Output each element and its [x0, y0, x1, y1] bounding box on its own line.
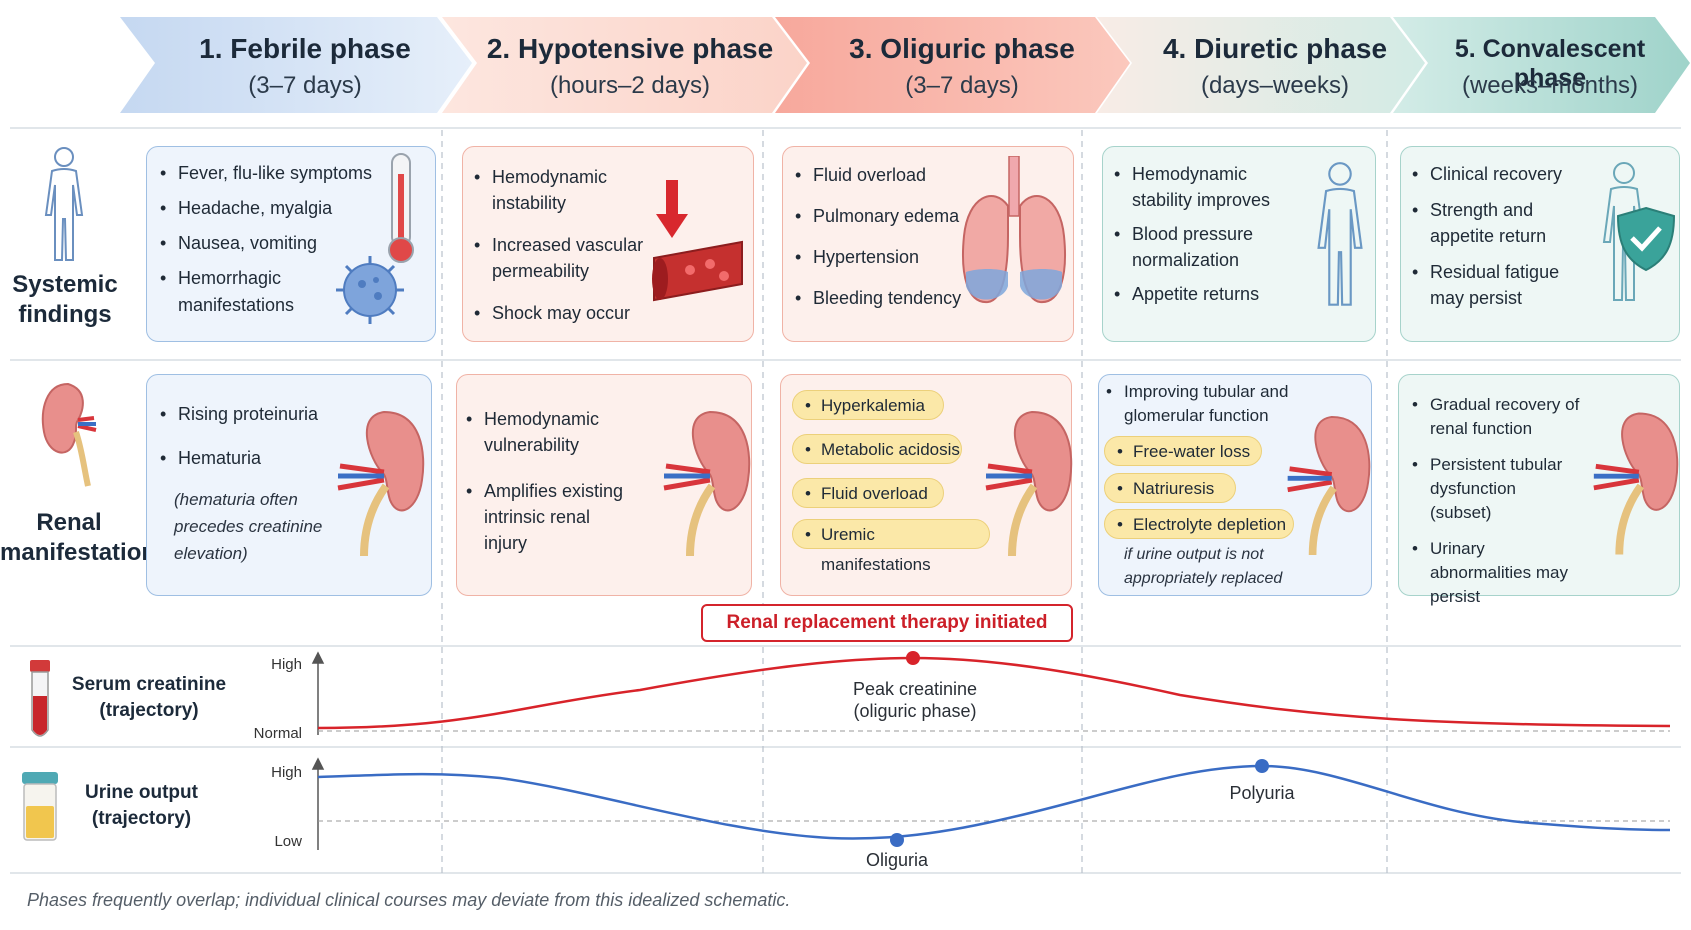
- list-item: Gradual recovery of renal function: [1410, 393, 1580, 441]
- systemic-list-hypotensive: Hemodynamic instability Increased vascul…: [472, 164, 672, 326]
- kidney-icon: [1593, 412, 1679, 555]
- body-outline-icon: [1317, 162, 1363, 306]
- list-item: Hemorrhagic manifestations: [158, 265, 328, 319]
- list-item: Persistent tubular dysfunction (subset): [1410, 453, 1580, 525]
- chevron-febrile: [120, 17, 472, 113]
- polyuria-label: Polyuria: [1229, 783, 1295, 803]
- lungs-edema-icon: [962, 156, 1066, 304]
- phase-subtitle-hypotensive: (hours–2 days): [549, 72, 711, 99]
- renal-list-convalescent: Gradual recovery of renal function Persi…: [1410, 393, 1580, 609]
- pill-oliguric: Hyperkalemia: [792, 390, 944, 421]
- blood-tube-icon: [30, 660, 50, 737]
- list-item: Residual fatigue may persist: [1410, 259, 1585, 311]
- creatinine-axis-high: High: [271, 656, 302, 673]
- kidney-icon: [337, 410, 425, 557]
- chevron-diuretic: [1097, 17, 1425, 113]
- list-item: Bleeding tendency: [793, 285, 983, 311]
- list-item: Hemodynamic instability: [472, 164, 672, 216]
- list-item: Hemodynamic vulnerability: [464, 406, 684, 458]
- renal-note-diuretic: if urine output is not appropriately rep…: [1124, 546, 1283, 587]
- phase-subtitle-diuretic: (days–weeks): [1200, 72, 1350, 99]
- pill-oliguric: Fluid overload: [792, 478, 944, 509]
- list-item: Fever, flu-like symptoms: [158, 160, 378, 187]
- pill-diuretic: Free-water loss: [1104, 436, 1262, 467]
- phase-subtitle-febrile: (3–7 days): [248, 72, 362, 99]
- phase-title-oliguric: 3. Oliguric phase: [849, 33, 1075, 64]
- renal-list-febrile: Rising proteinuria Hematuria: [158, 401, 328, 471]
- list-item: Urinary abnormalities may persist: [1410, 537, 1580, 609]
- chevron-hypotensive: [442, 17, 807, 113]
- list-item: Hematuria: [158, 445, 328, 471]
- list-item: Hemodynamic stability improves: [1112, 161, 1302, 213]
- creatinine-label: Serum creatinine(trajectory): [71, 674, 227, 721]
- systemic-list-convalescent: Clinical recovery Strength and appetite …: [1410, 161, 1585, 311]
- kidney-icon: [41, 382, 97, 487]
- urine-axis-high: High: [271, 764, 302, 781]
- list-item: Rising proteinuria: [158, 401, 328, 427]
- systemic-list-oliguric: Fluid overload Pulmonary edema Hypertens…: [793, 162, 983, 311]
- renal-list-diuretic: Improving tubular and glomerular functio…: [1104, 380, 1294, 428]
- renal-note-febrile: (hematuria often precedes creatinine ele…: [174, 490, 323, 563]
- peak-creatinine-label: Peak creatinine(oliguric phase): [852, 679, 978, 721]
- systemic-list-febrile: Fever, flu-like symptoms Headache, myalg…: [158, 160, 378, 319]
- list-item: Clinical recovery: [1410, 161, 1585, 187]
- list-item: Blood pressure normalization: [1112, 221, 1282, 273]
- phase-subtitle-oliguric: (3–7 days): [905, 72, 1019, 99]
- list-item: Strength and appetite return: [1410, 197, 1585, 249]
- list-item: Fluid overload: [793, 162, 983, 188]
- phase-title-convalescent: 5. Convalescent phase: [1454, 35, 1646, 92]
- phase-subtitle-convalescent: (weeks–months): [1461, 72, 1639, 99]
- phase-title-diuretic: 4. Diuretic phase: [1162, 33, 1388, 64]
- oliguria-label: Oliguria: [865, 850, 929, 870]
- renal-list-hypotensive: Hemodynamic vulnerability Amplifies exis…: [464, 406, 684, 556]
- systemic-list-diuretic: Hemodynamic stability improves Blood pre…: [1112, 161, 1302, 307]
- kidney-icon: [985, 410, 1073, 557]
- list-item: Amplifies existing intrinsic renal injur…: [464, 478, 634, 556]
- list-item: Increased vascular permeability: [472, 232, 652, 284]
- pill-diuretic: Electrolyte depletion: [1104, 509, 1294, 540]
- list-item: Nausea, vomiting: [158, 230, 378, 257]
- footnote: Phases frequently overlap; individual cl…: [27, 890, 791, 910]
- list-item: Hypertension: [793, 244, 983, 270]
- pill-oliguric: Uremic manifestations: [792, 519, 990, 574]
- rrt-banner: Renal replacement therapy initiated: [701, 604, 1073, 642]
- list-item: Appetite returns: [1112, 281, 1302, 307]
- blood-vessel-down-arrow-icon: [652, 180, 743, 302]
- kidney-icon: [663, 410, 751, 557]
- urine-axis-low: Low: [274, 833, 302, 850]
- body-shield-check-icon: [1602, 162, 1676, 301]
- pill-oliguric: Metabolic acidosis: [792, 434, 962, 465]
- list-item: Shock may occur: [472, 300, 672, 326]
- body-outline-icon: [44, 147, 84, 261]
- phase-title-hypotensive: 2. Hypotensive phase: [486, 33, 774, 64]
- chevron-oliguric: [775, 17, 1130, 113]
- creatinine-axis-low: Normal: [253, 725, 302, 742]
- list-item: Headache, myalgia: [158, 195, 378, 222]
- thermometer-and-virus-icon: [336, 153, 414, 324]
- list-item: Pulmonary edema: [793, 203, 983, 229]
- kidney-icon: [1287, 415, 1371, 555]
- chevron-convalescent: [1393, 17, 1690, 113]
- pill-diuretic: Natriuresis: [1104, 473, 1236, 504]
- urine-label: Urine output(trajectory): [85, 782, 198, 829]
- list-item: Improving tubular and glomerular functio…: [1104, 380, 1294, 428]
- urine-cup-icon: [22, 772, 58, 841]
- phase-title-febrile: 1. Febrile phase: [199, 33, 411, 64]
